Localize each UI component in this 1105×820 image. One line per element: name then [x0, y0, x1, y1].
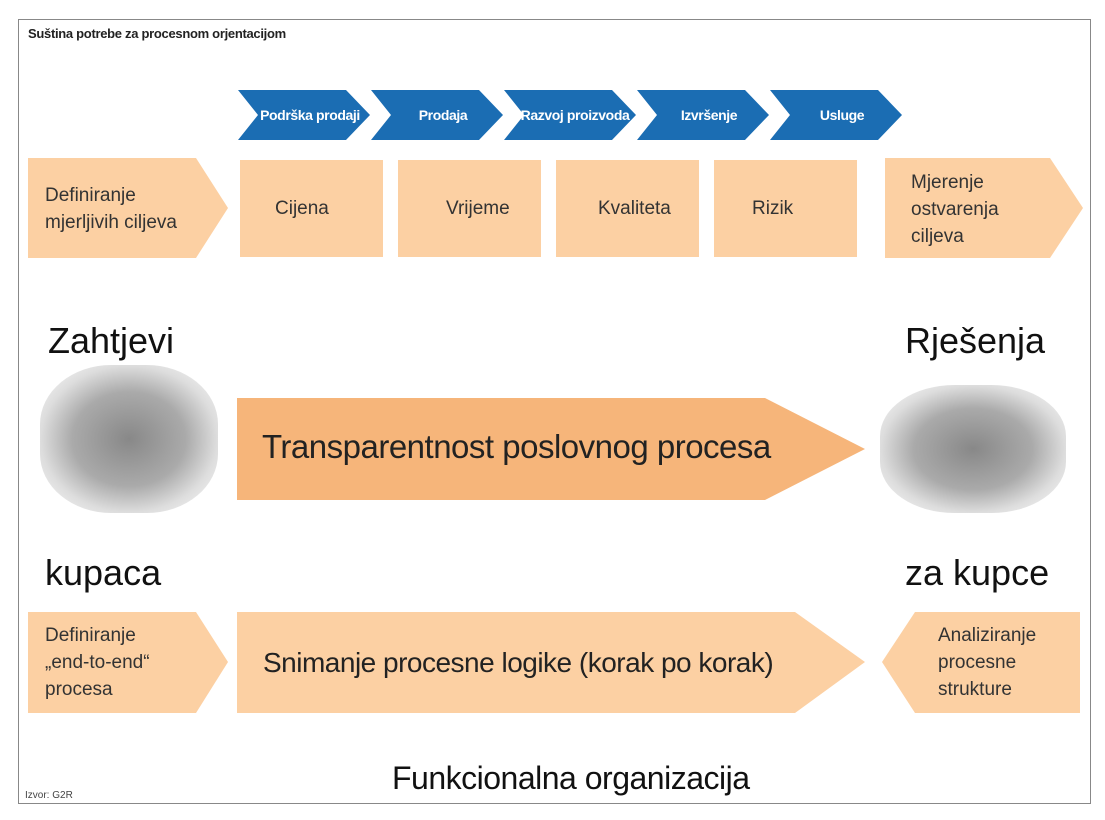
- bottom-right-text: Analiziranje procesne strukture: [938, 624, 1037, 700]
- diagram-title: Suština potrebe za procesnom orjentacijo…: [28, 26, 286, 41]
- right-heading-top: Rješenja: [905, 320, 1046, 361]
- chain-step: Prodaja: [418, 107, 468, 123]
- left-heading-bottom: kupaca: [45, 552, 162, 593]
- footer-label: Funkcionalna organizacija: [392, 760, 750, 796]
- top-box: [398, 160, 541, 257]
- source-note: Izvor: G2R: [25, 790, 73, 801]
- bottom-left-pentagon: [28, 612, 228, 713]
- top-right-text: Mjerenje ostvarenja ciljeva: [911, 171, 999, 247]
- chain-step: Usluge: [819, 107, 865, 123]
- top-box: [714, 160, 857, 257]
- chevron-shape: [637, 90, 769, 140]
- top-box: [240, 160, 383, 257]
- top-box-text: Cijena: [275, 198, 329, 219]
- chevron-shape: [504, 90, 636, 140]
- diagram-frame: [18, 19, 1091, 804]
- main-arrow-text: Transparentnost poslovnog procesa: [262, 428, 771, 465]
- chevron-shape: [770, 90, 902, 140]
- chain-step: Razvoj proizvoda: [520, 107, 630, 123]
- bottom-left-text: Definiranje „end-to-end“ procesa: [45, 624, 150, 700]
- bottom-center-text: Snimanje procesne logike (korak po korak…: [263, 647, 774, 678]
- chain-step: Izvršenje: [680, 107, 738, 123]
- top-left-pentagon: [28, 158, 228, 258]
- customers-photo: [40, 365, 218, 513]
- top-box-text: Vrijeme: [446, 198, 510, 219]
- main-arrow-shape: [237, 398, 865, 500]
- solutions-photo: [880, 385, 1066, 513]
- top-box-text: Rizik: [752, 198, 794, 219]
- top-box-text: Kvaliteta: [598, 198, 671, 219]
- bottom-center-arrow: [237, 612, 865, 713]
- top-box: [556, 160, 699, 257]
- top-left-text: Definiranje mjerljivih ciljeva: [45, 185, 177, 233]
- right-heading-bottom: za kupce: [905, 552, 1050, 593]
- chevron-shape: [238, 90, 370, 140]
- bottom-right-pentagon: [882, 612, 1080, 713]
- left-heading-top: Zahtjevi: [48, 320, 175, 361]
- chevron-shape: [371, 90, 503, 140]
- chain-step: Podrška prodaji: [260, 107, 360, 123]
- top-right-pentagon: [885, 158, 1083, 258]
